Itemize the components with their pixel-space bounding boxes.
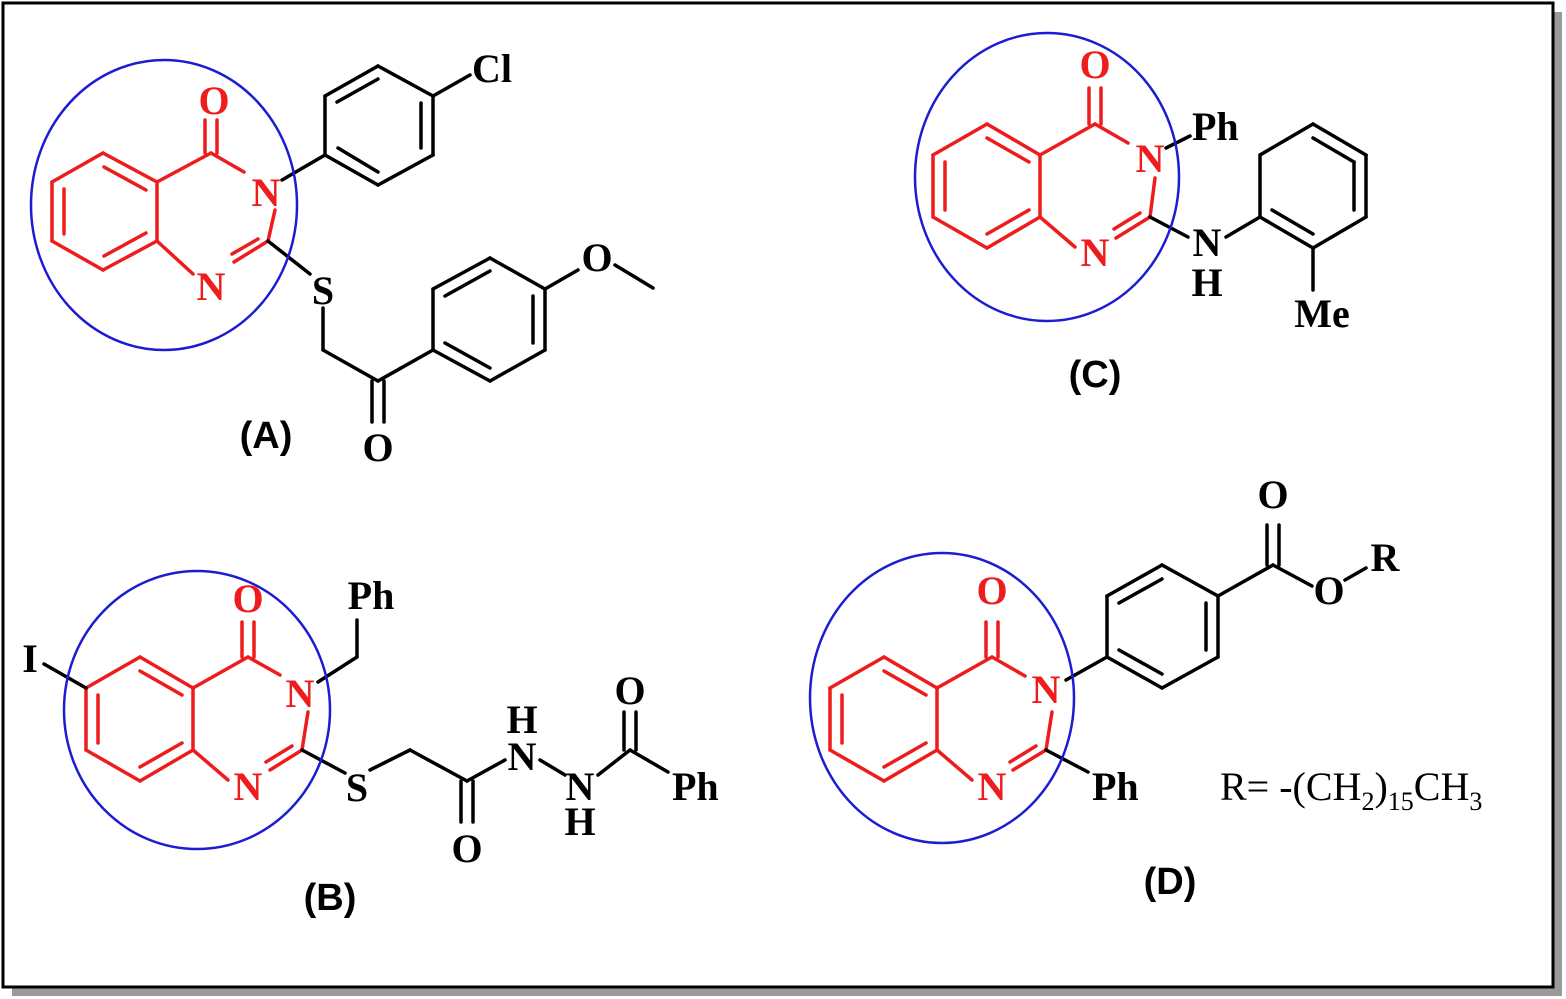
compound-b-substituent-bonds — [42, 618, 670, 824]
compound-b-n1-nitrogen: N — [234, 764, 263, 809]
compound-b-nh2-nitrogen: N — [566, 764, 595, 809]
r-def-sub2: 15 — [1388, 787, 1414, 816]
compound-d-oxo-oxygen: O — [976, 568, 1007, 613]
compound-b-core-highlight-circle — [62, 569, 332, 851]
compound-d-n1-nitrogen: N — [978, 764, 1007, 809]
compound-a-substituent-bonds — [266, 64, 655, 424]
compound-a-caption: (A) — [240, 415, 293, 457]
r-def-prefix: R= -(CH — [1220, 764, 1361, 809]
compound-b-sulfur: S — [346, 765, 368, 810]
compound-d-ester-oxygen: O — [1313, 568, 1344, 613]
compound-c-oxo-oxygen: O — [1079, 42, 1110, 87]
compound-a-n3-nitrogen: N — [252, 170, 281, 215]
compound-a-sulfur: S — [312, 268, 334, 313]
compound-a-chlorine: Cl — [472, 46, 512, 91]
compound-a-n1-nitrogen: N — [197, 264, 226, 309]
compound-d-c2-phenyl: Ph — [1092, 764, 1139, 809]
compound-b-nh1-nitrogen: N — [508, 734, 537, 779]
compound-b-nh2-hydrogen: H — [564, 799, 595, 844]
compound-c-methyl: Me — [1294, 291, 1350, 336]
compound-a-keto-oxygen: O — [362, 425, 393, 470]
compound-b-nh1-hydrogen: H — [506, 697, 537, 742]
compound-a-methoxy-oxygen: O — [581, 235, 612, 280]
compound-b-benzoyl-oxygen: O — [614, 668, 645, 713]
r-def-sub1: 2 — [1361, 787, 1374, 816]
compound-c-n1-nitrogen: N — [1081, 230, 1110, 275]
compound-b: O N N — [22, 569, 719, 919]
compound-d-carbonyl-oxygen: O — [1257, 472, 1288, 517]
compound-c-n-phenyl: Ph — [1192, 104, 1239, 149]
r-def-mid: ) — [1374, 764, 1387, 809]
compound-a-core-bonds — [50, 118, 277, 276]
compound-a: O N N — [29, 46, 655, 470]
compound-d-caption: (D) — [1144, 861, 1197, 903]
compound-b-benzyl-phenyl: Ph — [348, 573, 395, 618]
compound-a-core-highlight-circle — [29, 58, 299, 352]
compound-d-r-group-label: R — [1371, 535, 1401, 580]
compound-b-core-bonds — [84, 620, 310, 783]
compound-c-substituent-bonds — [1148, 122, 1368, 292]
compound-d-core-bonds — [828, 620, 1054, 783]
compound-c-core-highlight-circle — [913, 31, 1181, 323]
compound-d-r-group-definition: R= -(CH2)15CH3 — [1220, 764, 1482, 816]
compound-d: O N N O O — [808, 472, 1482, 903]
compound-b-oxo-oxygen: O — [232, 576, 263, 621]
compound-c-amine-nitrogen: N — [1193, 220, 1222, 265]
compound-b-caption: (B) — [304, 877, 357, 919]
compound-b-iodine: I — [22, 636, 38, 681]
compound-b-benzoyl-phenyl: Ph — [672, 764, 719, 809]
compound-c: O N N Ph N H Me (C) — [913, 31, 1368, 396]
compound-d-n3-nitrogen: N — [1032, 667, 1061, 712]
compound-c-n3-nitrogen: N — [1136, 136, 1165, 181]
compound-c-core-bonds — [931, 86, 1157, 250]
compound-a-oxo-oxygen: O — [198, 78, 229, 123]
compound-c-caption: (C) — [1069, 354, 1122, 396]
r-def-suffix: CH — [1414, 764, 1470, 809]
compound-c-amine-hydrogen: H — [1191, 260, 1222, 305]
compound-b-n3-nitrogen: N — [286, 671, 315, 716]
r-def-sub3: 3 — [1469, 787, 1482, 816]
compound-d-core-highlight-circle — [808, 551, 1076, 845]
compound-b-amide-oxygen: O — [451, 826, 482, 871]
compound-d-substituent-bonds — [1044, 523, 1368, 774]
